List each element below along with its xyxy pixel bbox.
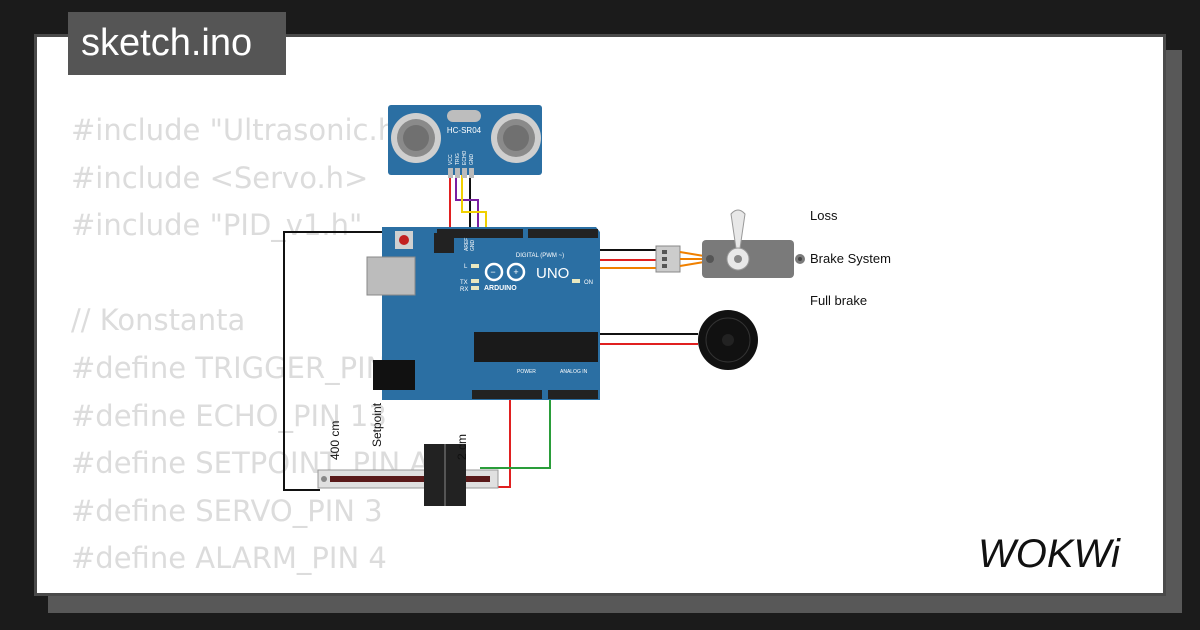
tx-label: TX xyxy=(460,280,468,286)
servo-motor[interactable] xyxy=(655,209,805,278)
code-line: #define ECHO_PIN 13 xyxy=(71,398,387,433)
code-preview: #include "Ultrasonic.h" #include <Servo.h… xyxy=(71,107,448,583)
atmega-chip xyxy=(474,332,598,362)
ultrasonic-sensor[interactable]: HC-SR04 VCC TRIG ECHO GND xyxy=(388,105,542,178)
wire-purple-trig xyxy=(455,172,479,232)
arduino-logo-left xyxy=(484,262,504,282)
code-line: // Konstanta xyxy=(71,303,246,338)
digital-header-right xyxy=(528,229,598,238)
digital-header-left xyxy=(437,229,523,238)
gnd-label: GND xyxy=(470,240,476,252)
power-header-label: POWER xyxy=(517,369,536,375)
code-line: #include "Ultrasonic.h" xyxy=(71,113,410,147)
arduino-logo-right xyxy=(506,262,526,282)
servo-label-brake: Brake System xyxy=(810,251,891,266)
analog-header-label: ANALOG IN xyxy=(560,369,588,375)
servo-label-loss: Loss xyxy=(810,208,838,223)
rx-label: RX xyxy=(460,287,468,293)
code-line: #define ALARM_PIN 4 xyxy=(71,541,387,576)
power-header xyxy=(472,390,542,399)
servo-horn xyxy=(730,209,746,263)
board-model-label: UNO xyxy=(536,265,569,282)
power-jack xyxy=(373,360,415,390)
on-label: ON xyxy=(584,280,593,286)
sensor-pin-gnd: GND xyxy=(469,154,475,166)
arduino-uno-board[interactable]: DIGITAL (PWM ~) AREF GND L TX RX − + UNO… xyxy=(366,227,600,400)
servo-label-full-brake: Full brake xyxy=(810,293,867,308)
svg-text:+: + xyxy=(513,267,518,277)
sensor-pin-echo: ECHO xyxy=(462,150,468,165)
code-line: #include "PID_v1.h" xyxy=(71,208,363,243)
slider-max-label: 400 cm xyxy=(328,421,342,460)
buzzer[interactable] xyxy=(698,310,758,370)
wokwi-logo: WOKWi xyxy=(978,532,1121,576)
digital-header-label: DIGITAL (PWM ~) xyxy=(516,253,564,259)
sensor-pin-vcc: VCC xyxy=(448,154,454,165)
reset-button[interactable] xyxy=(399,235,409,245)
wire-yellow-echo xyxy=(461,172,487,232)
wire-green-slider xyxy=(480,392,551,469)
usb-port xyxy=(366,256,416,296)
sensor-pin-trig: TRIG xyxy=(455,153,461,165)
file-tab-title: sketch.ino xyxy=(68,12,286,75)
aref-label: AREF xyxy=(464,238,470,251)
led-l-label: L xyxy=(464,264,468,270)
analog-header xyxy=(548,390,598,399)
code-line: #define SERVO_PIN 3 xyxy=(71,493,383,528)
sensor-model-label: HC-SR04 xyxy=(447,126,482,135)
svg-text:−: − xyxy=(490,267,495,277)
board-brand-label: ARDUINO xyxy=(484,285,517,292)
slider-min-label: 2 cm xyxy=(455,434,469,460)
slide-potentiometer[interactable]: 400 cm 2 cm Setpoint xyxy=(317,402,499,506)
slider-name-label: Setpoint xyxy=(370,402,384,447)
code-line: #include <Servo.h> xyxy=(71,160,369,195)
